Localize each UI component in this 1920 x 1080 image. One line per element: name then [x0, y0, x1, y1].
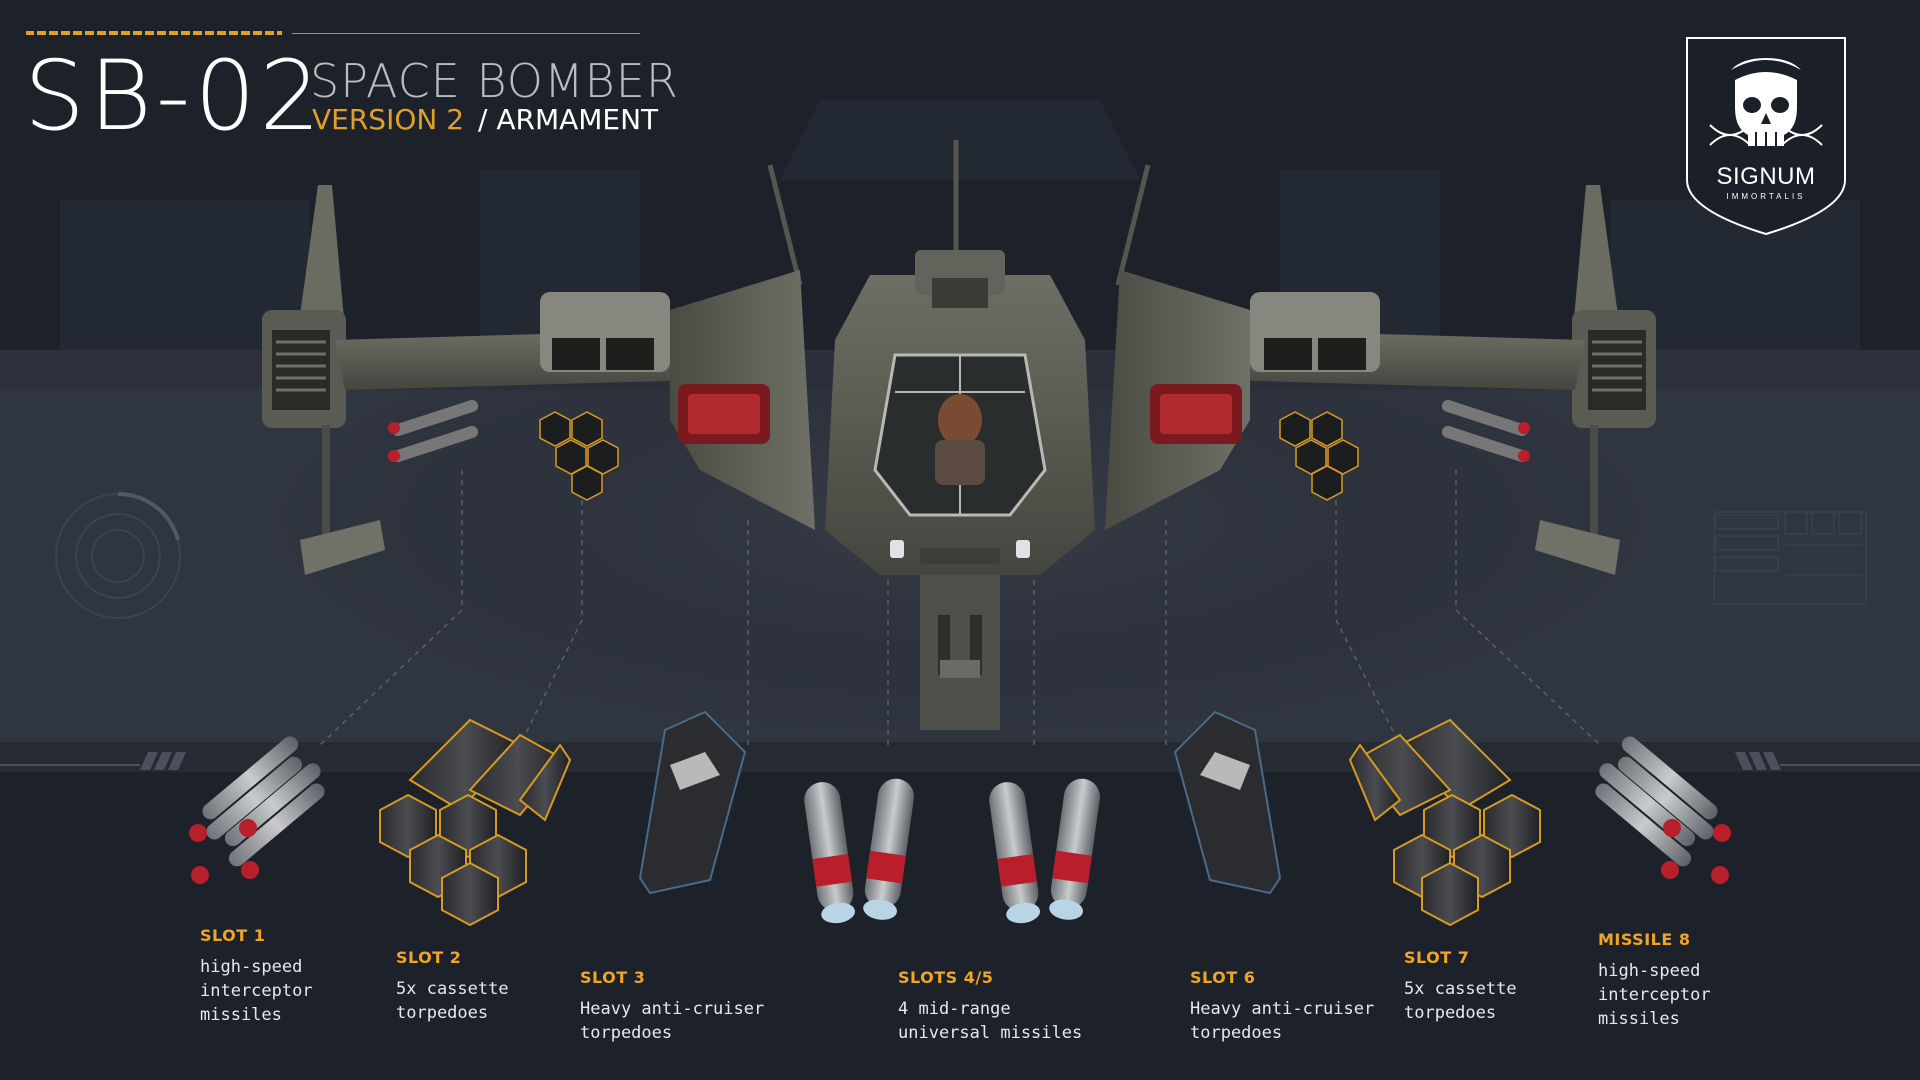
slot-label: SLOT 6: [1190, 968, 1256, 987]
slot-description: 5x cassette torpedoes: [1404, 979, 1517, 1023]
slot-4-5-missiles: [804, 778, 1100, 924]
slot-label: MISSILE 8: [1598, 930, 1691, 949]
slot-7-caption: SLOT 7 5x cassette torpedoes: [1404, 948, 1517, 1025]
hud-circle: [55, 491, 181, 619]
missile-8-caption: MISSILE 8 high-speed interceptor missile…: [1598, 930, 1711, 1031]
slot-description: high-speed interceptor missiles: [1598, 961, 1711, 1029]
slot-6-caption: SLOT 6 Heavy anti-cruiser torpedoes: [1190, 968, 1374, 1045]
slot-description: 5x cassette torpedoes: [396, 979, 509, 1023]
slot-1-caption: SLOT 1 high-speed interceptor missiles: [200, 926, 313, 1027]
model-title: SB-02: [24, 40, 325, 152]
slots-4-5-caption: SLOTS 4/5 4 mid-range universal missiles: [898, 968, 1082, 1045]
slot-label: SLOT 1: [200, 926, 266, 945]
slot-label: SLOT 3: [580, 968, 646, 987]
slot-2-cassette-torpedoes: [379, 718, 572, 927]
logo-name: SIGNUM: [1716, 163, 1816, 190]
slot-description: high-speed interceptor missiles: [200, 957, 313, 1025]
slot-description: Heavy anti-cruiser torpedoes: [580, 999, 765, 1043]
version-label: VERSION 2: [312, 103, 465, 136]
logo-shield: [1686, 37, 1846, 236]
slot-8-missiles: [1595, 736, 1731, 884]
slot-2-caption: SLOT 2 5x cassette torpedoes: [396, 948, 509, 1025]
class-name: SPACE BOMBER: [310, 54, 679, 108]
leader-lines: [319, 470, 1601, 746]
logo-tagline: IMMORTALIS: [1726, 192, 1806, 201]
slot-label: SLOT 2: [396, 948, 462, 967]
slot-6-heavy-torpedo: [1173, 710, 1282, 895]
header-stripe: [26, 31, 640, 35]
slot-description: 4 mid-range universal missiles: [898, 999, 1083, 1043]
space-bomber-model: [262, 140, 1656, 730]
slot-3-caption: SLOT 3 Heavy anti-cruiser torpedoes: [580, 968, 764, 1045]
slot-1-missiles: [189, 736, 325, 884]
slot-label: SLOT 7: [1404, 948, 1470, 967]
hud-panel: [1713, 511, 1867, 605]
slot-3-heavy-torpedo: [638, 710, 747, 895]
slot-label: SLOTS 4/5: [898, 968, 994, 987]
section-label: / ARMAMENT: [478, 103, 659, 136]
slot-7-cassette-torpedoes: [1348, 718, 1541, 927]
slot-description: Heavy anti-cruiser torpedoes: [1190, 999, 1375, 1043]
separator-stripes: [0, 752, 1920, 770]
